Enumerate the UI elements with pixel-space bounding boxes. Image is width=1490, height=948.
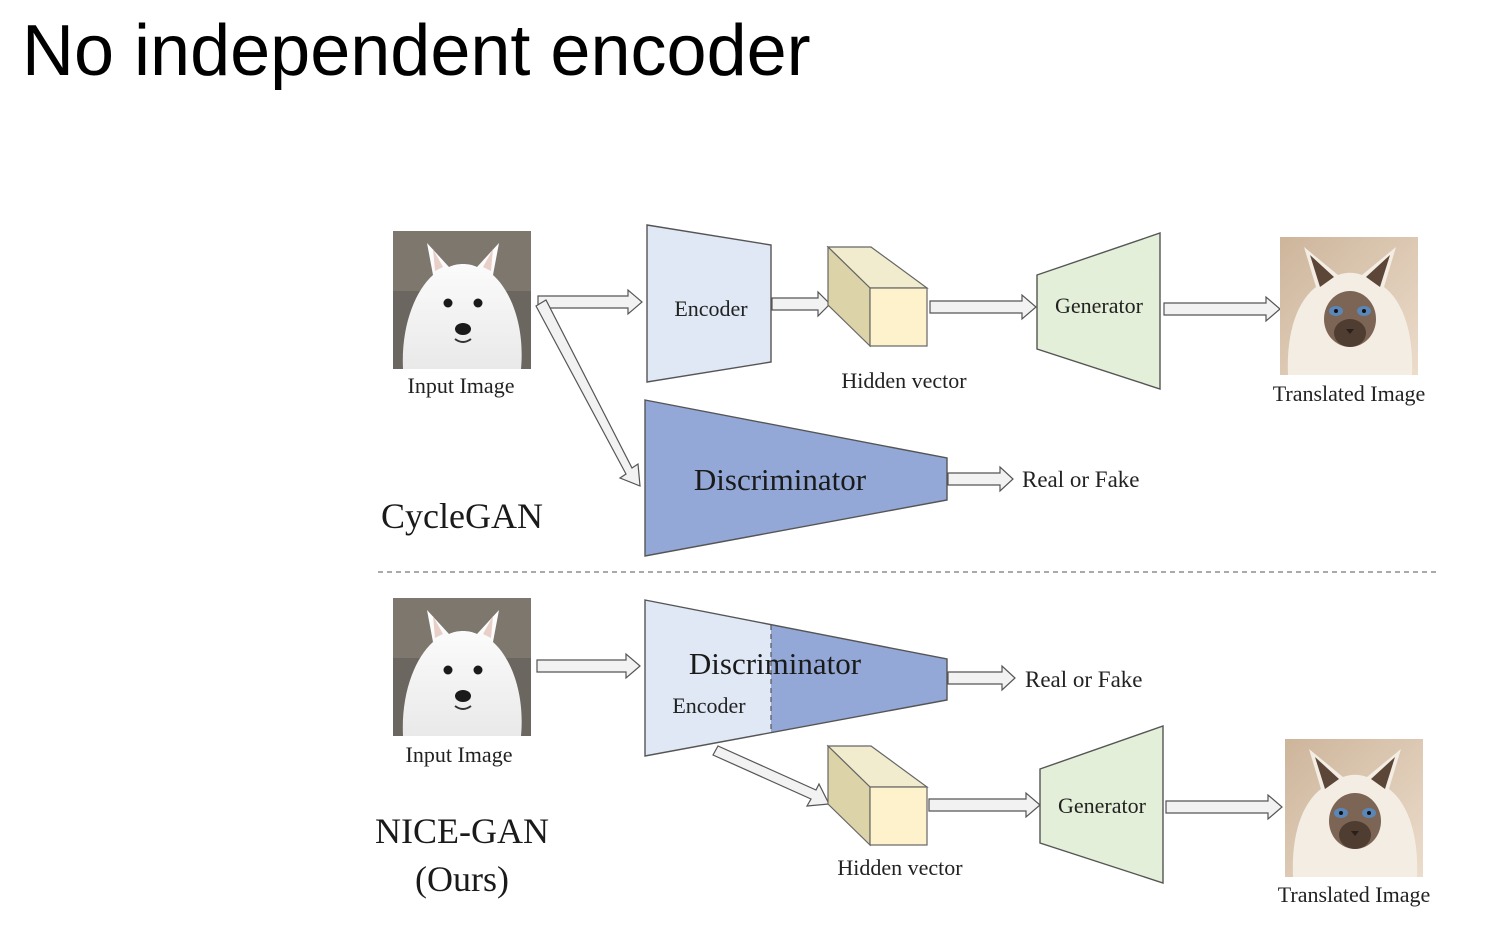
arrow-icon xyxy=(929,293,1037,321)
cyclegan-result-label: Real or Fake xyxy=(1022,467,1140,492)
arrow-icon xyxy=(1165,793,1283,821)
slide-title: No independent encoder xyxy=(22,11,811,91)
nicegan-output-image xyxy=(1285,739,1423,877)
cyclegan-generator-block xyxy=(1036,232,1161,390)
cyclegan-encoder-label: Encoder xyxy=(674,296,748,321)
cyclegan-output-image xyxy=(1280,237,1418,375)
nicegan-section: Input Image Discriminator Encoder Real o… xyxy=(375,597,1431,907)
nicegan-discriminator-label: Discriminator xyxy=(689,646,862,681)
cyclegan-hidden-vector-cube xyxy=(826,245,929,348)
arrow-icon xyxy=(537,288,643,316)
nicegan-output-label: Translated Image xyxy=(1278,882,1431,907)
cyclegan-discriminator-label: Discriminator xyxy=(694,462,867,497)
diagonal-arrow-icon xyxy=(712,745,830,807)
cyclegan-input-image xyxy=(392,230,532,370)
cyclegan-generator-label: Generator xyxy=(1055,293,1144,318)
nicegan-discriminator-block xyxy=(644,599,948,757)
diagonal-arrow-icon xyxy=(535,299,641,487)
nicegan-encoder-label: Encoder xyxy=(672,693,746,718)
nicegan-hidden-label: Hidden vector xyxy=(837,855,963,880)
nicegan-hidden-vector-cube xyxy=(826,744,929,847)
nicegan-input-image xyxy=(392,597,532,737)
cyclegan-method-label: CycleGAN xyxy=(381,496,543,536)
nicegan-result-label: Real or Fake xyxy=(1025,667,1143,692)
arrow-icon xyxy=(947,465,1014,493)
arrow-icon xyxy=(771,290,831,318)
arrow-icon xyxy=(1163,295,1281,323)
nicegan-generator-block xyxy=(1039,725,1164,884)
nicegan-input-label: Input Image xyxy=(406,742,513,767)
cyclegan-output-label: Translated Image xyxy=(1273,381,1426,406)
nicegan-generator-label: Generator xyxy=(1058,793,1147,818)
arrow-icon xyxy=(947,664,1016,692)
nicegan-method-sublabel: (Ours) xyxy=(415,859,509,899)
nicegan-method-label: NICE-GAN xyxy=(375,811,549,851)
cyclegan-section: Input Image Encoder Hidden vector Genera… xyxy=(381,224,1426,557)
cyclegan-encoder-block xyxy=(646,224,772,383)
cyclegan-discriminator-block xyxy=(644,399,948,557)
cyclegan-hidden-label: Hidden vector xyxy=(841,368,967,393)
arrow-icon xyxy=(536,652,641,680)
cyclegan-input-label: Input Image xyxy=(408,373,515,398)
arrow-icon xyxy=(928,791,1041,819)
